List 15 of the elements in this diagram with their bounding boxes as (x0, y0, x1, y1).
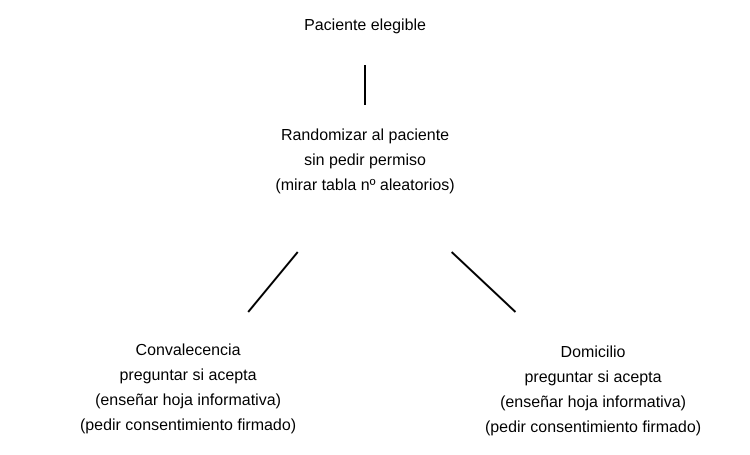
node-text: (pedir consentimiento firmado) (80, 416, 296, 436)
connector-line (247, 251, 299, 313)
connector-line (364, 65, 366, 105)
connector-line (450, 251, 516, 313)
node-text: (mirar tabla nº aleatorios) (275, 176, 455, 196)
node-text: (enseñar hoja informativa) (500, 393, 686, 413)
node-text: preguntar si acepta (524, 368, 662, 388)
node-text: Domicilio (560, 343, 626, 363)
node-text: Randomizar al paciente (280, 126, 450, 146)
node-text: (pedir consentimiento firmado) (484, 418, 702, 438)
node-text: preguntar si acepta (120, 366, 256, 386)
node-text: Convalecencia (136, 341, 240, 361)
node-text: Paciente elegible (304, 16, 426, 36)
node-text: (enseñar hoja informativa) (95, 391, 281, 411)
node-text: sin pedir permiso (304, 151, 426, 171)
